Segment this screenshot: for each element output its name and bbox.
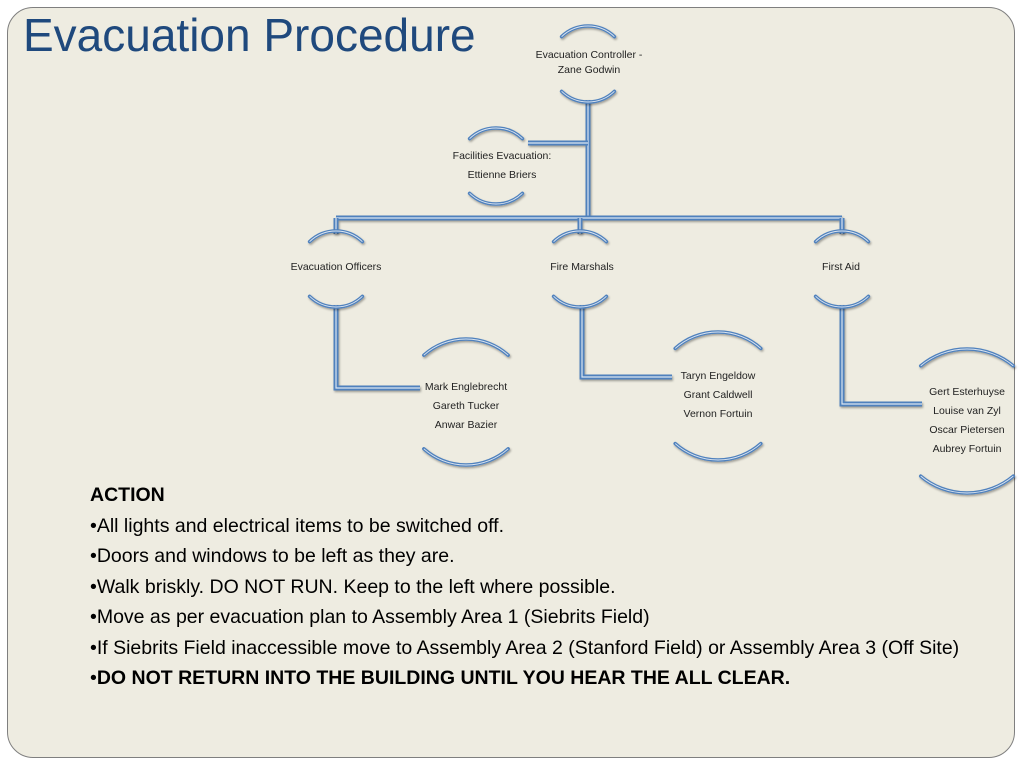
connector-marshals-members-highlight — [581, 305, 672, 378]
connector-officers-members-highlight — [335, 305, 420, 389]
node-line: Zane Godwin — [557, 64, 621, 76]
member-name: Grant Caldwell — [683, 389, 753, 401]
officers-node-bottom-arc-highlight — [309, 296, 363, 308]
node-facilities-evacuation: Facilities Evacuation: Ettienne Briers — [432, 147, 572, 185]
node-fire-marshals: Fire Marshals — [512, 258, 652, 277]
action-item-text: All lights and electrical items to be sw… — [96, 514, 504, 537]
officers-members-node-top-arc-highlight — [423, 338, 509, 356]
member-name: Mark Englebrecht — [424, 381, 508, 393]
facilities-node-top-arc — [467, 126, 525, 141]
action-item: •Move as per evacuation plan to Assembly… — [90, 602, 986, 633]
connector-firstaid-members-highlight — [841, 305, 922, 405]
firstaid-node-top-arc — [813, 229, 871, 244]
member-name: Anwar Bazier — [434, 419, 498, 431]
node-label: First Aid — [822, 261, 860, 273]
firstaid-node-bottom-arc-highlight — [815, 296, 869, 308]
officers-node-top-arc-highlight — [309, 230, 363, 242]
bullet: • — [90, 667, 97, 689]
action-item-text: If Siebrits Field inaccessible move to A… — [96, 636, 960, 659]
node-label: Fire Marshals — [550, 261, 614, 273]
member-name: Vernon Fortuin — [683, 408, 753, 420]
action-item: •All lights and electrical items to be s… — [90, 511, 986, 542]
node-line: Facilities Evacuation: — [452, 150, 552, 162]
node-evacuation-officers-members: Mark Englebrecht Gareth Tucker Anwar Baz… — [396, 378, 536, 435]
node-fire-marshals-members: Taryn Engeldow Grant Caldwell Vernon For… — [648, 367, 788, 424]
member-name: Gareth Tucker — [432, 400, 500, 412]
marshals-node-top-arc-highlight — [553, 230, 607, 242]
member-name: Taryn Engeldow — [680, 370, 756, 382]
action-item-text-strong: DO NOT RETURN INTO THE BUILDING UNTIL YO… — [96, 667, 791, 689]
connector-lines — [333, 100, 922, 407]
node-first-aid-members: Gert Esterhuyse Louise van Zyl Oscar Pie… — [897, 383, 1024, 459]
facilities-node-top-arc-highlight — [469, 127, 523, 139]
bullet: • — [90, 636, 97, 659]
node-first-aid: First Aid — [771, 258, 911, 277]
officers-members-node-bottom-arc — [422, 447, 510, 467]
facilities-node-bottom-arc-highlight — [469, 193, 523, 205]
controller-node-top-arc — [559, 24, 617, 39]
officers-members-node-bottom-arc-highlight — [423, 448, 509, 466]
member-name: Gert Esterhuyse — [929, 386, 1005, 398]
action-item-text: Move as per evacuation plan to Assembly … — [96, 606, 650, 628]
officers-members-node-top-arc — [422, 337, 510, 357]
node-line: Evacuation Controller - — [535, 49, 643, 61]
node-evacuation-controller: Evacuation Controller - Zane Godwin — [520, 48, 658, 78]
firstaid-members-node-top-arc — [918, 347, 1016, 368]
firstaid-members-node-bottom-arc-highlight — [920, 475, 1014, 494]
marshals-members-node-bottom-arc — [673, 441, 763, 462]
firstaid-members-node-top-arc-highlight — [920, 348, 1014, 367]
page-title: Evacuation Procedure — [23, 9, 476, 61]
officers-node-top-arc — [307, 229, 365, 244]
marshals-members-node-top-arc-highlight — [674, 331, 762, 349]
bullet: • — [90, 575, 97, 598]
controller-node-bottom-arc — [559, 89, 617, 104]
action-list: ACTION •All lights and electrical items … — [90, 480, 986, 694]
bullet: • — [90, 514, 97, 537]
action-item: •Doors and windows to be left as they ar… — [90, 541, 986, 572]
action-heading: ACTION — [90, 484, 165, 506]
officers-node-bottom-arc — [307, 294, 365, 309]
action-item: •Walk briskly. DO NOT RUN. Keep to the l… — [90, 572, 986, 603]
marshals-node-bottom-arc — [551, 294, 609, 309]
marshals-members-node-top-arc — [673, 330, 763, 351]
bullet: • — [90, 545, 97, 567]
marshals-node-bottom-arc-highlight — [553, 296, 607, 308]
member-name: Aubrey Fortuin — [932, 443, 1002, 455]
node-label: Evacuation Officers — [290, 261, 382, 273]
action-item: •If Siebrits Field inaccessible move to … — [90, 633, 986, 664]
marshals-node-top-arc — [551, 229, 609, 244]
member-name: Louise van Zyl — [933, 405, 1001, 417]
action-item-text: Doors and windows to be left as they are… — [96, 545, 455, 567]
action-item-final: •DO NOT RETURN INTO THE BUILDING UNTIL Y… — [90, 663, 986, 694]
node-evacuation-officers: Evacuation Officers — [266, 258, 406, 277]
controller-node-top-arc-highlight — [561, 25, 615, 37]
marshals-members-node-bottom-arc-highlight — [674, 443, 762, 461]
firstaid-node-bottom-arc — [813, 294, 871, 309]
facilities-node-bottom-arc — [467, 191, 525, 206]
action-item-text: Walk briskly. DO NOT RUN. Keep to the le… — [96, 575, 616, 598]
controller-node-bottom-arc-highlight — [561, 91, 615, 103]
bullet: • — [90, 606, 97, 628]
firstaid-node-top-arc-highlight — [815, 230, 869, 242]
node-arcs — [307, 24, 1016, 495]
connector-officers-members — [333, 305, 420, 391]
member-name: Oscar Pietersen — [929, 424, 1005, 436]
node-line: Ettienne Briers — [467, 169, 537, 181]
